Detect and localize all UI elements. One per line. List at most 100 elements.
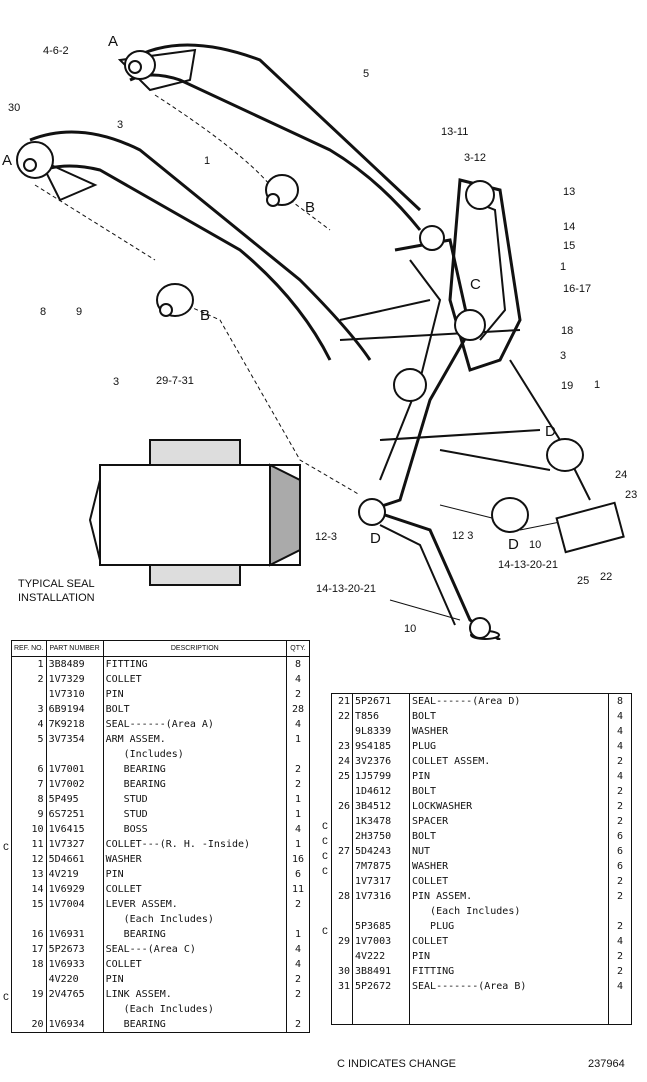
qty-cell: 4 [608,769,632,784]
part-number-cell: 3B8489 [46,656,104,672]
qty-cell: 2 [286,777,310,792]
qty-cell: 2 [286,1017,310,1033]
caption-line-1: TYPICAL SEAL [18,578,95,590]
description-cell: COLLET ASSEM. [412,756,491,767]
qty-cell: 2 [286,762,310,777]
description-cell: SEAL---(Area C) [105,944,196,955]
description-cell: (Each Includes) [412,906,521,917]
qty-cell: 2 [608,754,632,769]
part-number-cell: 7K9218 [46,717,104,732]
typical-seal-installation [88,439,301,586]
ref-cell [331,994,353,1009]
description-cell: LOCKWASHER [412,801,473,812]
description-cell: (Each Includes) [105,914,214,925]
description-cell: COLLET [105,674,142,685]
part-number-cell: 1V7329 [46,672,104,687]
part-number-cell: 3V7354 [46,732,104,747]
callout-12-3: 12-3 [315,531,337,543]
callout-14-13-20-21: 14-13-20-21 [316,583,376,595]
change-mark: C [3,843,10,854]
description-cell: STUD [105,794,148,805]
callout-3: 3 [113,376,119,388]
description-cell: FITTING [412,966,455,977]
qty-cell: 4 [608,979,632,994]
header-desc: DESCRIPTION [103,640,287,657]
label-B-lower: B [200,307,210,324]
callout-16-17: 16-17 [563,283,591,295]
part-number-cell: 6B9194 [46,702,104,717]
callout-12-3: 12 3 [452,530,473,542]
description-cell: FITTING [105,659,148,670]
part-number-cell: 1V7310 [46,687,104,702]
qty-cell [286,912,310,927]
callout-3-12: 3-12 [464,152,486,164]
label-B-upper: B [305,199,315,216]
description-cell: PIN [105,869,124,880]
qty-cell: 2 [286,897,310,912]
label-D-left: D [370,530,381,547]
qty-cell [608,904,632,919]
qty-cell: 28 [286,702,310,717]
ref-cell: 22 [331,709,353,724]
callout-26: 26 [563,639,575,640]
callout-29-7-31: 29-7-31 [156,375,194,387]
ref-cell: 9 [11,807,47,822]
description-cell: SEAL------(Area A) [105,719,214,730]
ref-cell [331,949,353,964]
part-number-cell: 5D4661 [46,852,104,867]
description-cell: PIN [105,974,124,985]
ref-cell [331,829,353,844]
ref-cell: 4 [11,717,47,732]
ref-cell: 24 [331,754,353,769]
qty-cell: 2 [608,949,632,964]
qty-cell: 1 [286,837,310,852]
part-number-cell: 1V7003 [352,934,410,949]
seal-installation-caption: TYPICAL SEAL INSTALLATION [18,577,158,605]
change-mark: C [3,993,10,1004]
description-cell: PIN [412,771,431,782]
description-cell: STUD [105,809,148,820]
qty-cell: 2 [286,987,310,1002]
ref-cell: 19 [11,987,47,1002]
change-mark: C [322,867,329,878]
change-mark: C [322,852,329,863]
pin-collet-a-lower [16,141,54,179]
table-row: (Each Includes) [331,904,632,919]
ref-cell: 11 [11,837,47,852]
ref-cell [331,859,353,874]
header-qty: QTY. [286,640,310,657]
callout-4-6-2: 4-6-2 [43,45,69,57]
table-header: REF. NO. PART NUMBER DESCRIPTION QTY. [11,640,310,657]
part-number-cell: 4V222 [352,949,410,964]
ref-cell: 10 [11,822,47,837]
description-cell: NUT [412,846,431,857]
description-cell: SEAL------(Area D) [412,696,521,707]
ref-cell: 15 [11,897,47,912]
part-number-cell: 5P2672 [352,979,410,994]
description-cell: PLUG [412,921,455,932]
qty-cell: 4 [608,709,632,724]
qty-cell [608,1009,632,1025]
qty-cell: 1 [286,732,310,747]
callout-14: 14 [563,221,575,233]
description-cell: BEARING [105,929,166,940]
